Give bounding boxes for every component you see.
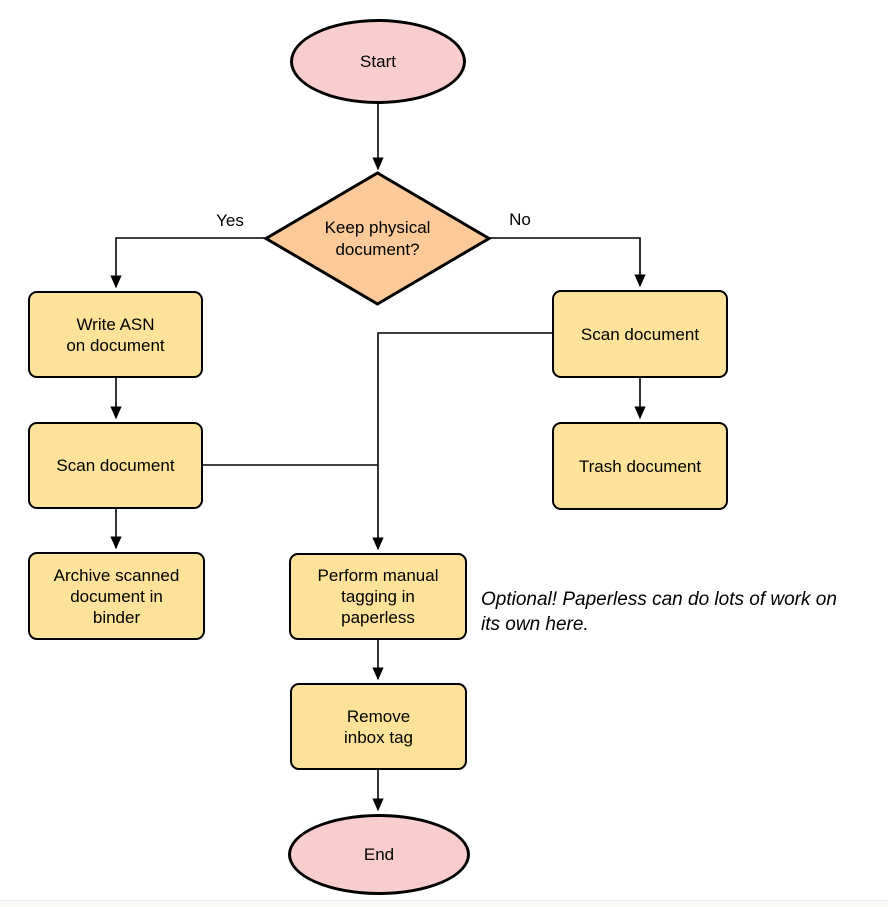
node-manual-tagging-label: Perform manual tagging in paperless xyxy=(317,566,439,627)
node-scan-document-right-label: Scan document xyxy=(580,324,700,344)
bottom-strip xyxy=(0,900,888,907)
node-write-asn: Write ASN on document xyxy=(28,291,203,378)
edge-decision-no xyxy=(490,237,646,288)
node-trash-document: Trash document xyxy=(552,422,728,510)
decision-diamond-shape xyxy=(263,171,492,306)
edge-label-yes: Yes xyxy=(214,211,246,230)
edge-decision-yes xyxy=(110,237,265,289)
node-keep-physical-document: Keep physical document? xyxy=(263,171,492,306)
node-scan-document-left: Scan document xyxy=(28,422,203,509)
node-end-label: End xyxy=(363,845,395,864)
node-start: Start xyxy=(290,19,466,104)
node-archive-binder: Archive scanned document in binder xyxy=(28,552,205,640)
edge-label-no: No xyxy=(507,210,533,229)
node-archive-binder-label: Archive scanned document in binder xyxy=(53,565,180,627)
node-remove-inbox-tag-label: Remove inbox tag xyxy=(344,706,413,747)
node-write-asn-label: Write ASN on document xyxy=(66,314,165,355)
node-remove-inbox-tag: Remove inbox tag xyxy=(290,683,467,770)
annotation-optional-note: Optional! Paperless can do lots of work … xyxy=(481,589,837,635)
node-manual-tagging: Perform manual tagging in paperless xyxy=(289,553,467,640)
node-start-label: Start xyxy=(360,52,396,71)
node-trash-document-label: Trash document xyxy=(578,456,702,476)
node-scan-document-right: Scan document xyxy=(552,290,728,378)
node-keep-physical-document-label: Keep physical document? xyxy=(324,217,431,259)
node-end: End xyxy=(288,814,470,895)
edge-scanright-to-tagging xyxy=(372,332,552,551)
node-scan-document-left-label: Scan document xyxy=(56,456,175,475)
